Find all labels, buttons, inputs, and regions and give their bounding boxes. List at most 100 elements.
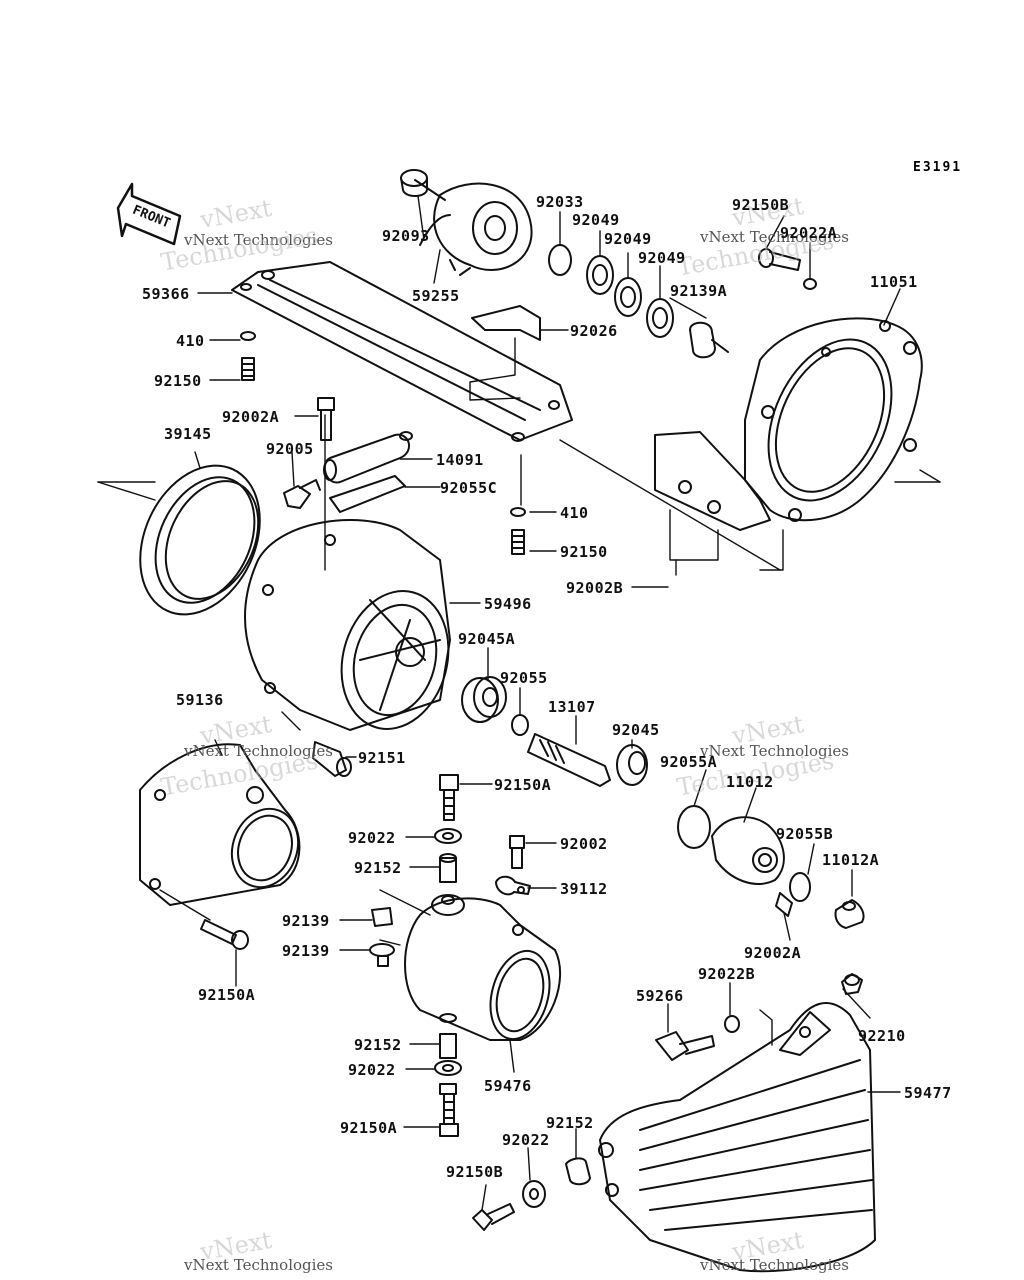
part-label[interactable]: 59136 — [176, 691, 224, 709]
plug-92151-drawing — [312, 741, 352, 777]
part-label[interactable]: 92045A — [458, 630, 516, 648]
part-label[interactable]: 92150A — [198, 986, 256, 1004]
part-label[interactable]: 92049 — [638, 249, 686, 267]
part-label[interactable]: 92026 — [570, 322, 618, 340]
watermark: vNext Technologies — [700, 1256, 850, 1274]
part-label[interactable]: 92150B — [732, 196, 790, 214]
watermark: vNext Technologies — [700, 228, 850, 246]
reverse-bucket-59477-drawing — [598, 1002, 876, 1273]
watermark: vNext Technologies — [184, 1256, 334, 1274]
part-label[interactable]: 92152 — [546, 1114, 594, 1132]
bearing-92045-drawing — [616, 744, 648, 786]
cone-11012-drawing — [711, 816, 793, 917]
part-label[interactable]: 92139 — [282, 912, 330, 930]
washer-bolt-left-drawing — [240, 331, 256, 381]
part-label[interactable]: 59255 — [412, 287, 460, 305]
lever-39112-drawing — [495, 875, 531, 896]
part-label[interactable]: 59266 — [636, 987, 684, 1005]
part-label[interactable]: 92022 — [348, 1061, 396, 1079]
washer-92022B-drawing — [724, 1015, 740, 1033]
part-label[interactable]: 92093 — [382, 227, 430, 245]
diagram-code: E3191 — [913, 160, 963, 175]
part-label[interactable]: 13107 — [548, 698, 596, 716]
oring-92055A-drawing — [677, 805, 711, 849]
bolt-92150B-bottom-drawing — [472, 1203, 515, 1231]
bushings-92139-drawing — [369, 907, 395, 967]
collar-92152-c-drawing — [565, 1157, 591, 1186]
oring-92055B-drawing — [789, 872, 811, 902]
part-label[interactable]: 92152 — [354, 859, 402, 877]
part-label[interactable]: 92002 — [560, 835, 608, 853]
part-label[interactable]: 39145 — [164, 425, 212, 443]
part-label[interactable]: 39112 — [560, 880, 608, 898]
part-label[interactable]: 11012A — [822, 851, 880, 869]
watermark: vNext Technologies — [184, 231, 334, 249]
part-label[interactable]: 92150 — [154, 372, 202, 390]
nozzle-59136-drawing — [139, 743, 301, 906]
part-label[interactable]: 92033 — [536, 193, 584, 211]
part-label[interactable]: 92139A — [670, 282, 728, 300]
collar-92152-a-drawing — [439, 853, 457, 883]
part-label[interactable]: 59496 — [484, 595, 532, 613]
leader-lines — [97, 195, 941, 1211]
plug-92005-drawing — [283, 479, 321, 509]
part-label[interactable]: 14091 — [436, 451, 484, 469]
bearing-92045A-drawing — [461, 676, 507, 723]
gasket-92055C-drawing — [329, 475, 406, 513]
rings-drawing — [548, 244, 729, 359]
watermark: vNext Technologies — [700, 742, 850, 760]
part-label[interactable]: 92022 — [502, 1131, 550, 1149]
part-label[interactable]: 92045 — [612, 721, 660, 739]
part-label[interactable]: 92152 — [354, 1036, 402, 1054]
cap-11012A-drawing — [834, 899, 865, 929]
bolt-92002-drawing — [509, 835, 525, 869]
part-label[interactable]: 92210 — [858, 1027, 906, 1045]
part-label[interactable]: 92005 — [266, 440, 314, 458]
cap-92093-drawing — [400, 169, 428, 197]
oring-92055-drawing — [511, 714, 529, 736]
washer-bolt-mid-drawing — [510, 507, 526, 555]
front-arrow-icon: FRONT — [116, 182, 182, 246]
part-label[interactable]: 92002A — [744, 944, 802, 962]
part-label[interactable]: 92055A — [660, 753, 718, 771]
shaft-13107-drawing — [527, 733, 611, 787]
watermark: vNext Technologies — [184, 742, 334, 760]
part-label[interactable]: 92150A — [494, 776, 552, 794]
part-label[interactable]: 92022A — [780, 224, 838, 242]
bolt-92002A-drawing — [317, 397, 335, 441]
stack-92152-b-drawing — [434, 1013, 462, 1137]
washer-92022-a-drawing — [434, 828, 462, 844]
part-label[interactable]: 92150A — [340, 1119, 398, 1137]
part-label[interactable]: 59366 — [142, 285, 190, 303]
bracket-92026-drawing — [471, 305, 541, 341]
part-label[interactable]: 92022B — [698, 965, 756, 983]
bolt-92150A-a-drawing — [439, 774, 459, 821]
pump-body-59496-drawing — [244, 519, 451, 731]
part-label[interactable]: 92055 — [500, 669, 548, 687]
part-label[interactable]: 11012 — [726, 773, 774, 791]
part-label[interactable]: 92002A — [222, 408, 280, 426]
part-label[interactable]: 11051 — [870, 273, 918, 291]
ring-39145-drawing — [139, 464, 261, 616]
tube-14091-drawing — [323, 431, 413, 484]
part-label[interactable]: 92151 — [358, 749, 406, 767]
washer-92022-c-drawing — [522, 1180, 546, 1208]
part-label[interactable]: 410 — [176, 332, 205, 350]
pin-59266-drawing — [655, 1031, 715, 1061]
bolt-92150A-left-drawing — [200, 919, 249, 950]
part-label[interactable]: 92150 — [560, 543, 608, 561]
part-label[interactable]: 59477 — [904, 1084, 952, 1102]
part-label[interactable]: 410 — [560, 504, 589, 522]
part-label[interactable]: 92055B — [776, 825, 834, 843]
part-label[interactable]: 92049 — [604, 230, 652, 248]
part-label[interactable]: 92022 — [348, 829, 396, 847]
part-label[interactable]: 59476 — [484, 1077, 532, 1095]
part-label[interactable]: 92049 — [572, 211, 620, 229]
part-label[interactable]: 92002B — [566, 579, 624, 597]
part-label[interactable]: 92150B — [446, 1163, 504, 1181]
part-label[interactable]: 92139 — [282, 942, 330, 960]
housing-11051-drawing — [654, 317, 923, 531]
part-label[interactable]: 92055C — [440, 479, 498, 497]
plate-59366-drawing — [231, 261, 573, 442]
